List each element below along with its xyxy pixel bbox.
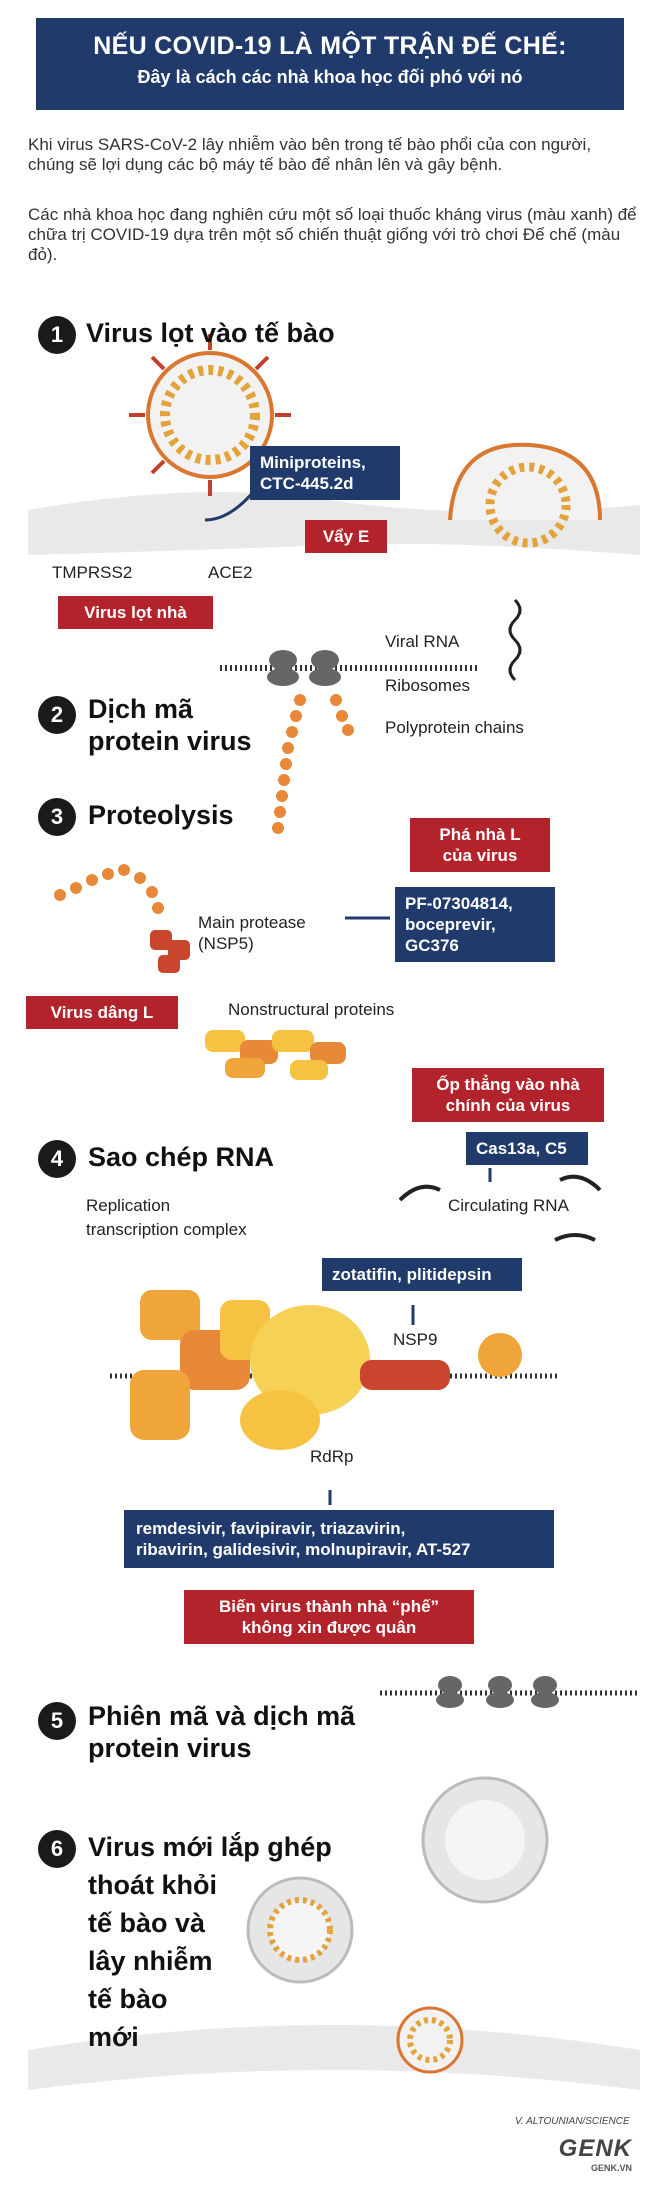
- page-title: NẾU COVID-19 LÀ MỘT TRẬN ĐẾ CHẾ:: [93, 32, 567, 60]
- step-3-title: Proteolysis: [88, 800, 234, 830]
- virus-budding-icon: [448, 442, 602, 682]
- step-2-title: Dịch mã protein virus: [88, 694, 252, 756]
- circulating-rna-label: Circulating RNA: [448, 1196, 569, 1215]
- polyprotein-fragment: [54, 864, 164, 914]
- rdrp-label: RdRp: [310, 1447, 354, 1466]
- bien-virus-badge: Biến virus thành nhà “phế” không xin đượ…: [184, 1590, 474, 1644]
- ribosome-icon: [267, 650, 341, 686]
- replication-complex-icon: [130, 1290, 522, 1450]
- nsp9-label: NSP9: [393, 1330, 438, 1349]
- nonstructural-proteins-icon: [205, 1030, 346, 1080]
- cas13a-drug-box: Cas13a, C5: [466, 1132, 588, 1165]
- vay-e-badge: Vẩy E: [305, 520, 387, 553]
- step-2-number: 2: [38, 696, 76, 734]
- replication-complex-label: Replication transcription complex: [86, 1196, 247, 1239]
- intro-paragraph-1: Khi virus SARS-CoV-2 lây nhiễm vào bên t…: [28, 135, 592, 174]
- step-5-number: 5: [38, 1702, 76, 1740]
- tmprss2-label: TMPRSS2: [52, 563, 133, 582]
- step-4-title: Sao chép RNA: [88, 1142, 275, 1172]
- genk-logo: GENK GENK.VN: [540, 2135, 632, 2173]
- step-3-number: 3: [38, 798, 76, 836]
- step-4-number: 4: [38, 1140, 76, 1178]
- ace2-label: ACE2: [208, 563, 253, 582]
- nonstructural-proteins-label: Nonstructural proteins: [228, 1000, 395, 1019]
- protease-drugs-box: PF-07304814, boceprevir, GC376: [395, 887, 555, 962]
- step-1-number: 1: [38, 316, 76, 354]
- vesicle-icon: [246, 1776, 549, 1984]
- genk-logo-text: GENK: [558, 2135, 632, 2162]
- miniproteins-drug-box: Miniproteins, CTC-445.2d: [250, 446, 400, 500]
- step-5-title: Phiên mã và dịch mã protein virus: [88, 1701, 356, 1763]
- page-subtitle: Đây là cách các nhà khoa học đối phó với…: [137, 67, 523, 87]
- step-6-title: Virus mới lắp ghép thoát khỏi tế bào và …: [88, 1832, 332, 2052]
- main-protease-label: Main protease (NSP5): [198, 913, 306, 953]
- header-banner: NẾU COVID-19 LÀ MỘT TRẬN ĐẾ CHẾ: Đây là …: [36, 18, 624, 110]
- step-6-number: 6: [38, 1830, 76, 1868]
- circulating-rna-icon: [398, 1174, 602, 1242]
- virus-dang-l-badge: Virus dâng L: [26, 996, 178, 1029]
- polyprotein-label: Polyprotein chains: [385, 718, 524, 737]
- rdrp-drugs-box: remdesivir, favipiravir, triazavirin, ri…: [124, 1510, 554, 1568]
- cell-membrane-bottom: [28, 2025, 640, 2090]
- ribosomes-label: Ribosomes: [385, 676, 471, 695]
- intro-paragraph-2: Các nhà khoa học đang nghiên cứu một số …: [28, 205, 637, 264]
- virus-lot-nha-badge: Virus lọt nhà: [58, 596, 213, 629]
- ribosome-icon-bottom: [436, 1676, 559, 1708]
- step-1-title: Virus lọt vào tế bào: [86, 318, 335, 348]
- polyprotein-chain: [272, 694, 354, 834]
- viral-rna-label: Viral RNA: [385, 632, 460, 651]
- genk-logo-sub: GENK.VN: [590, 2163, 632, 2173]
- pha-nha-l-badge: Phá nhà L của virus: [410, 818, 550, 872]
- new-virus-icon: [396, 2006, 464, 2074]
- zotatifin-drug-box: zotatifin, plitidepsin: [322, 1258, 522, 1291]
- op-thang-badge: Ốp thẳng vào nhà chính của virus: [412, 1068, 604, 1122]
- image-credit: V. ALTOUNIAN/SCIENCE: [515, 2116, 630, 2127]
- main-protease-icon: [150, 930, 190, 973]
